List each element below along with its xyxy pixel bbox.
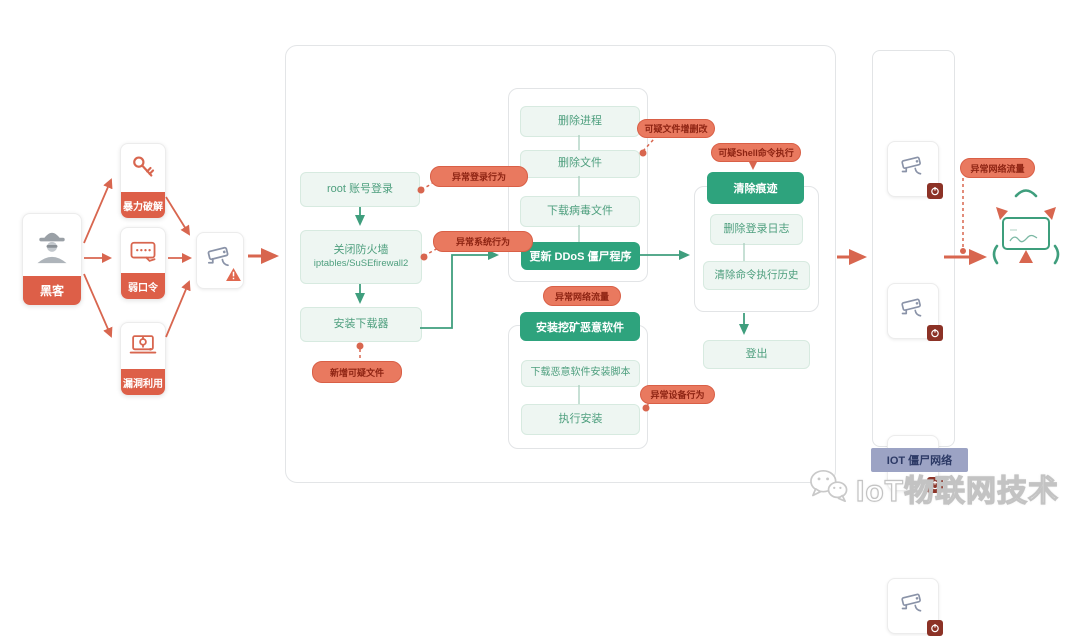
step-download-virus: 下载病毒文件	[520, 196, 640, 227]
step-logout: 登出	[703, 340, 810, 369]
cleanup-group-container	[694, 186, 819, 312]
compromised-device-card	[196, 232, 244, 289]
step-delete-login-log: 删除登录日志	[710, 214, 803, 245]
infected-icon	[927, 620, 943, 636]
step-root-login: root 账号登录	[300, 172, 420, 207]
step-close-firewall: 关闭防火墙 iptables/SuSEfirewall2	[300, 230, 422, 284]
weak-password-icon	[121, 228, 165, 273]
ddos-group-header: 更新 DDoS 僵尸程序	[521, 242, 640, 270]
method-label: 弱口令	[121, 273, 165, 299]
step-close-firewall-line1: 关闭防火墙	[333, 244, 389, 257]
botnet-camera-4	[887, 578, 943, 636]
alert-abnormal-login: 异常登录行为	[430, 166, 528, 187]
alert-abnormal-device: 异常设备行为	[640, 385, 715, 404]
attacker-label: 黑客	[23, 276, 81, 305]
step-clear-history: 清除命令执行历史	[703, 261, 810, 290]
watermark: IoT物联网技术	[808, 466, 1059, 510]
alert-suspicious-file-change: 可疑文件增删改	[637, 119, 715, 138]
attacker-card: 黑客	[22, 213, 82, 306]
step-kill-process: 删除进程	[520, 106, 640, 137]
botnet-column	[872, 50, 955, 447]
cleanup-group-header: 清除痕迹	[707, 172, 804, 204]
warning-triangle-icon	[226, 268, 241, 286]
step-close-firewall-line2: iptables/SuSEfirewall2	[313, 257, 409, 269]
cctv-camera-icon	[203, 242, 237, 279]
exploit-laptop-icon	[121, 323, 165, 369]
method-card-bruteforce: 暴力破解	[120, 143, 166, 219]
infected-icon	[927, 325, 943, 341]
alert-suspicious-shell: 可疑Shell命令执行	[711, 143, 801, 162]
method-label: 暴力破解	[121, 192, 165, 218]
cctv-camera-icon	[897, 589, 929, 624]
alert-abnormal-net-traffic-right: 异常网络流量	[960, 158, 1035, 178]
monitor-target-icon	[992, 189, 1060, 265]
cctv-camera-icon	[897, 294, 929, 329]
alert-abnormal-system: 异常系统行为	[433, 231, 533, 252]
step-download-script: 下载恶意软件安装脚本	[521, 360, 640, 387]
step-install-downloader: 安装下载器	[300, 307, 422, 342]
alert-new-suspicious-file: 新增可疑文件	[312, 361, 402, 383]
watermark-text: IoT物联网技术	[855, 474, 1059, 508]
method-card-weak-password: 弱口令	[120, 227, 166, 300]
step-run-install: 执行安装	[521, 404, 640, 435]
botnet-label: IOT 僵尸网络	[871, 448, 968, 472]
cctv-camera-icon	[897, 152, 929, 187]
hacker-icon	[23, 214, 81, 276]
wechat-icon	[808, 467, 850, 510]
miner-group-header: 安装挖矿恶意软件	[520, 312, 640, 341]
method-card-exploit: 漏洞利用	[120, 322, 166, 396]
infected-icon	[927, 183, 943, 199]
step-delete-file: 删除文件	[520, 150, 640, 178]
botnet-camera-1	[887, 141, 943, 199]
botnet-camera-2	[887, 283, 943, 341]
key-icon	[121, 144, 165, 192]
infected-icon	[927, 477, 943, 493]
method-label: 漏洞利用	[121, 369, 165, 395]
alert-abnormal-net-traffic: 异常网络流量	[543, 286, 621, 306]
